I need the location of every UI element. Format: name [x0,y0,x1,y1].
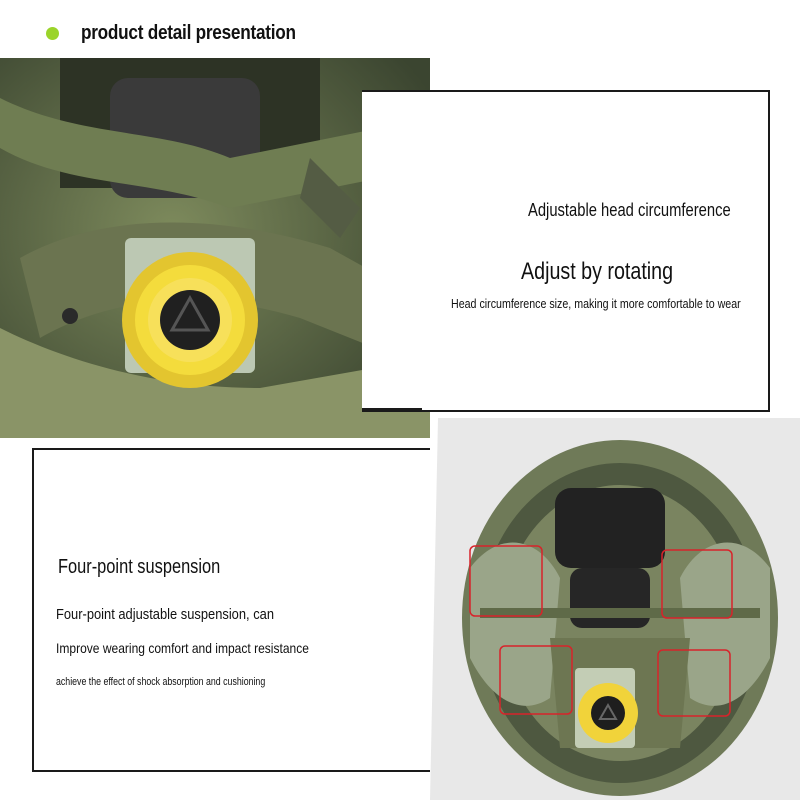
rotation-description: Head circumference size, making it more … [451,296,741,311]
suspension-line-3: achieve the effect of shock absorption a… [56,676,266,688]
rotation-headline: Adjust by rotating [521,258,674,285]
panel-angled-edge [362,90,422,410]
rotation-info-panel [362,90,770,412]
section-header: product detail presentation [46,18,331,48]
helmet-interior-photo [430,418,800,800]
suspension-line-1: Four-point adjustable suspension, can [56,606,275,623]
suspension-title: Four-point suspension [58,556,221,578]
bullet-dot-icon [46,26,59,40]
suspension-line-2: Improve wearing comfort and impact resis… [56,640,309,656]
suspension-info-panel [32,448,439,772]
header-title: product detail presentation [81,21,296,44]
rotation-title: Adjustable head circumference [528,200,731,220]
helmet-dial-closeup-photo [0,58,430,438]
